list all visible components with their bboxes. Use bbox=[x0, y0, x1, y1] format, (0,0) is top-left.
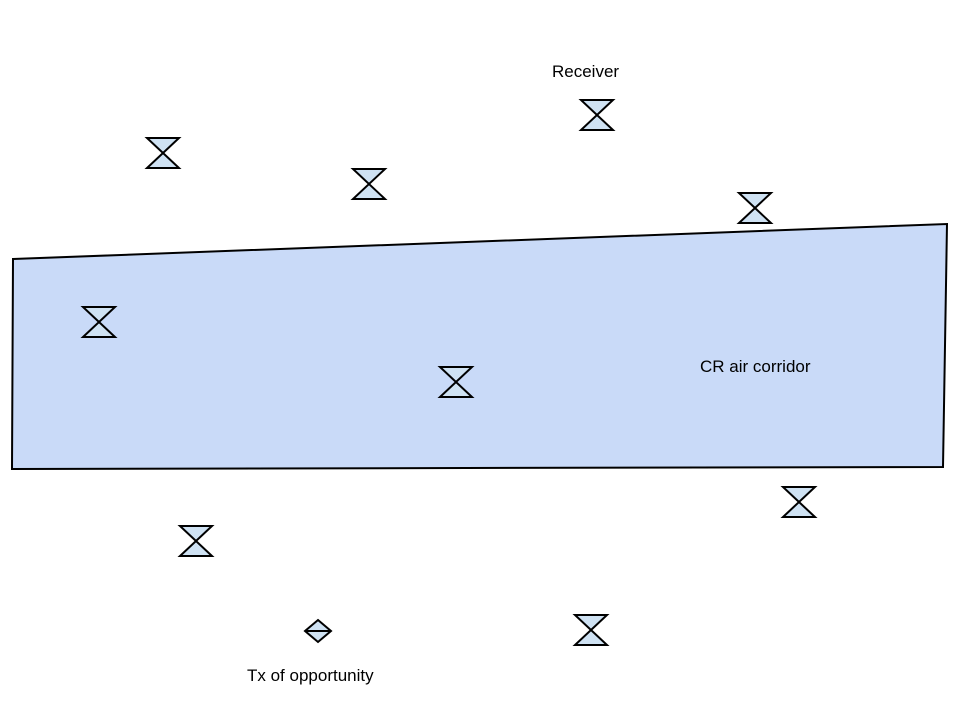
receiver-icon bbox=[350, 168, 388, 200]
receiver-icon bbox=[177, 525, 215, 557]
transmitter-label: Tx of opportunity bbox=[247, 666, 374, 685]
corridor-label: CR air corridor bbox=[700, 357, 811, 376]
air-corridor-region bbox=[10, 222, 949, 471]
receiver-icon bbox=[572, 614, 610, 646]
receiver-icon bbox=[437, 366, 475, 398]
receiver-icon bbox=[80, 306, 118, 338]
receiver-label: Receiver bbox=[552, 62, 619, 81]
transmitter-diamond-icon bbox=[303, 618, 333, 644]
receiver-icon bbox=[736, 192, 774, 224]
receiver-icon bbox=[144, 137, 182, 169]
receiver-icon bbox=[578, 99, 616, 131]
receiver-icon bbox=[780, 486, 818, 518]
